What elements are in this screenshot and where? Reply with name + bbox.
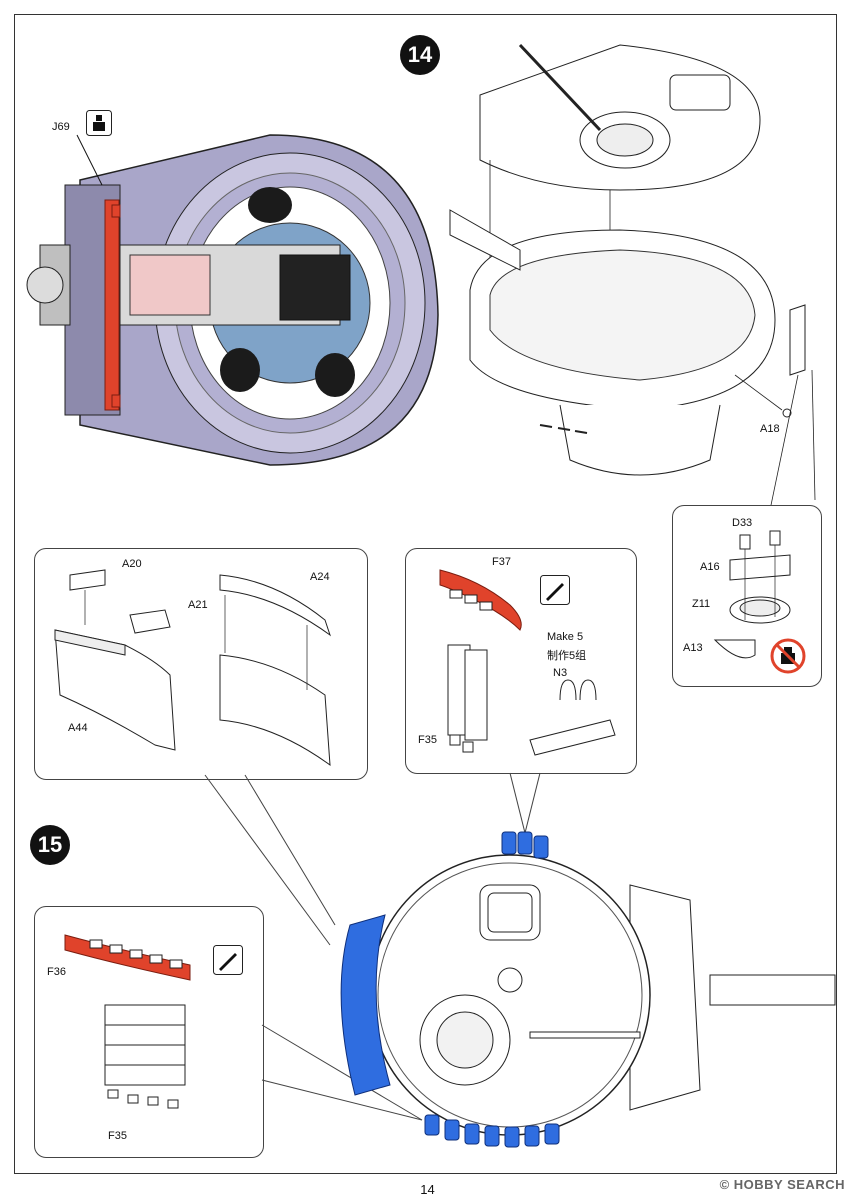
label-a24: A24 (310, 571, 330, 583)
glue-icon (86, 110, 112, 136)
label-a16: A16 (700, 561, 720, 573)
page-frame (14, 14, 837, 1174)
label-n3: N3 (553, 667, 568, 679)
label-a44: A44 (68, 722, 88, 734)
label-f35-top: F35 (418, 734, 437, 746)
label-a21: A21 (188, 599, 208, 611)
track-f36-drawing (64, 934, 191, 1109)
callout-pointer-a (204, 774, 336, 946)
no-glue-icon (770, 638, 806, 674)
knife-icon (540, 575, 570, 605)
track-links-drawing (439, 569, 616, 756)
watermark: © HOBBY SEARCH (719, 1177, 845, 1192)
knife-icon-2 (213, 945, 243, 975)
turret-top-view (26, 134, 439, 466)
label-f36: F36 (47, 966, 66, 978)
step-15-badge: 15 (30, 825, 70, 865)
page-number: 14 (420, 1182, 435, 1197)
callout-pointer-c (261, 1024, 423, 1121)
label-make-5-cn: 制作5组 (547, 650, 587, 662)
label-a20: A20 (122, 558, 142, 570)
label-d33: D33 (732, 517, 753, 529)
label-a13: A13 (683, 642, 703, 654)
hatch-detail-drawing (713, 530, 791, 659)
step-14-badge: 14 (400, 35, 440, 75)
turret-exploded-view (449, 43, 816, 511)
label-a18: A18 (760, 423, 780, 435)
turret-assembled-view (340, 831, 836, 1148)
callout-pointer-f (509, 772, 541, 834)
label-j69: J69 (52, 121, 70, 133)
label-make-5: Make 5 (547, 631, 584, 643)
label-f35-bottom: F35 (108, 1130, 127, 1142)
side-plates-drawing (54, 569, 331, 767)
label-f37: F37 (492, 556, 511, 568)
label-z11: Z11 (692, 598, 711, 610)
